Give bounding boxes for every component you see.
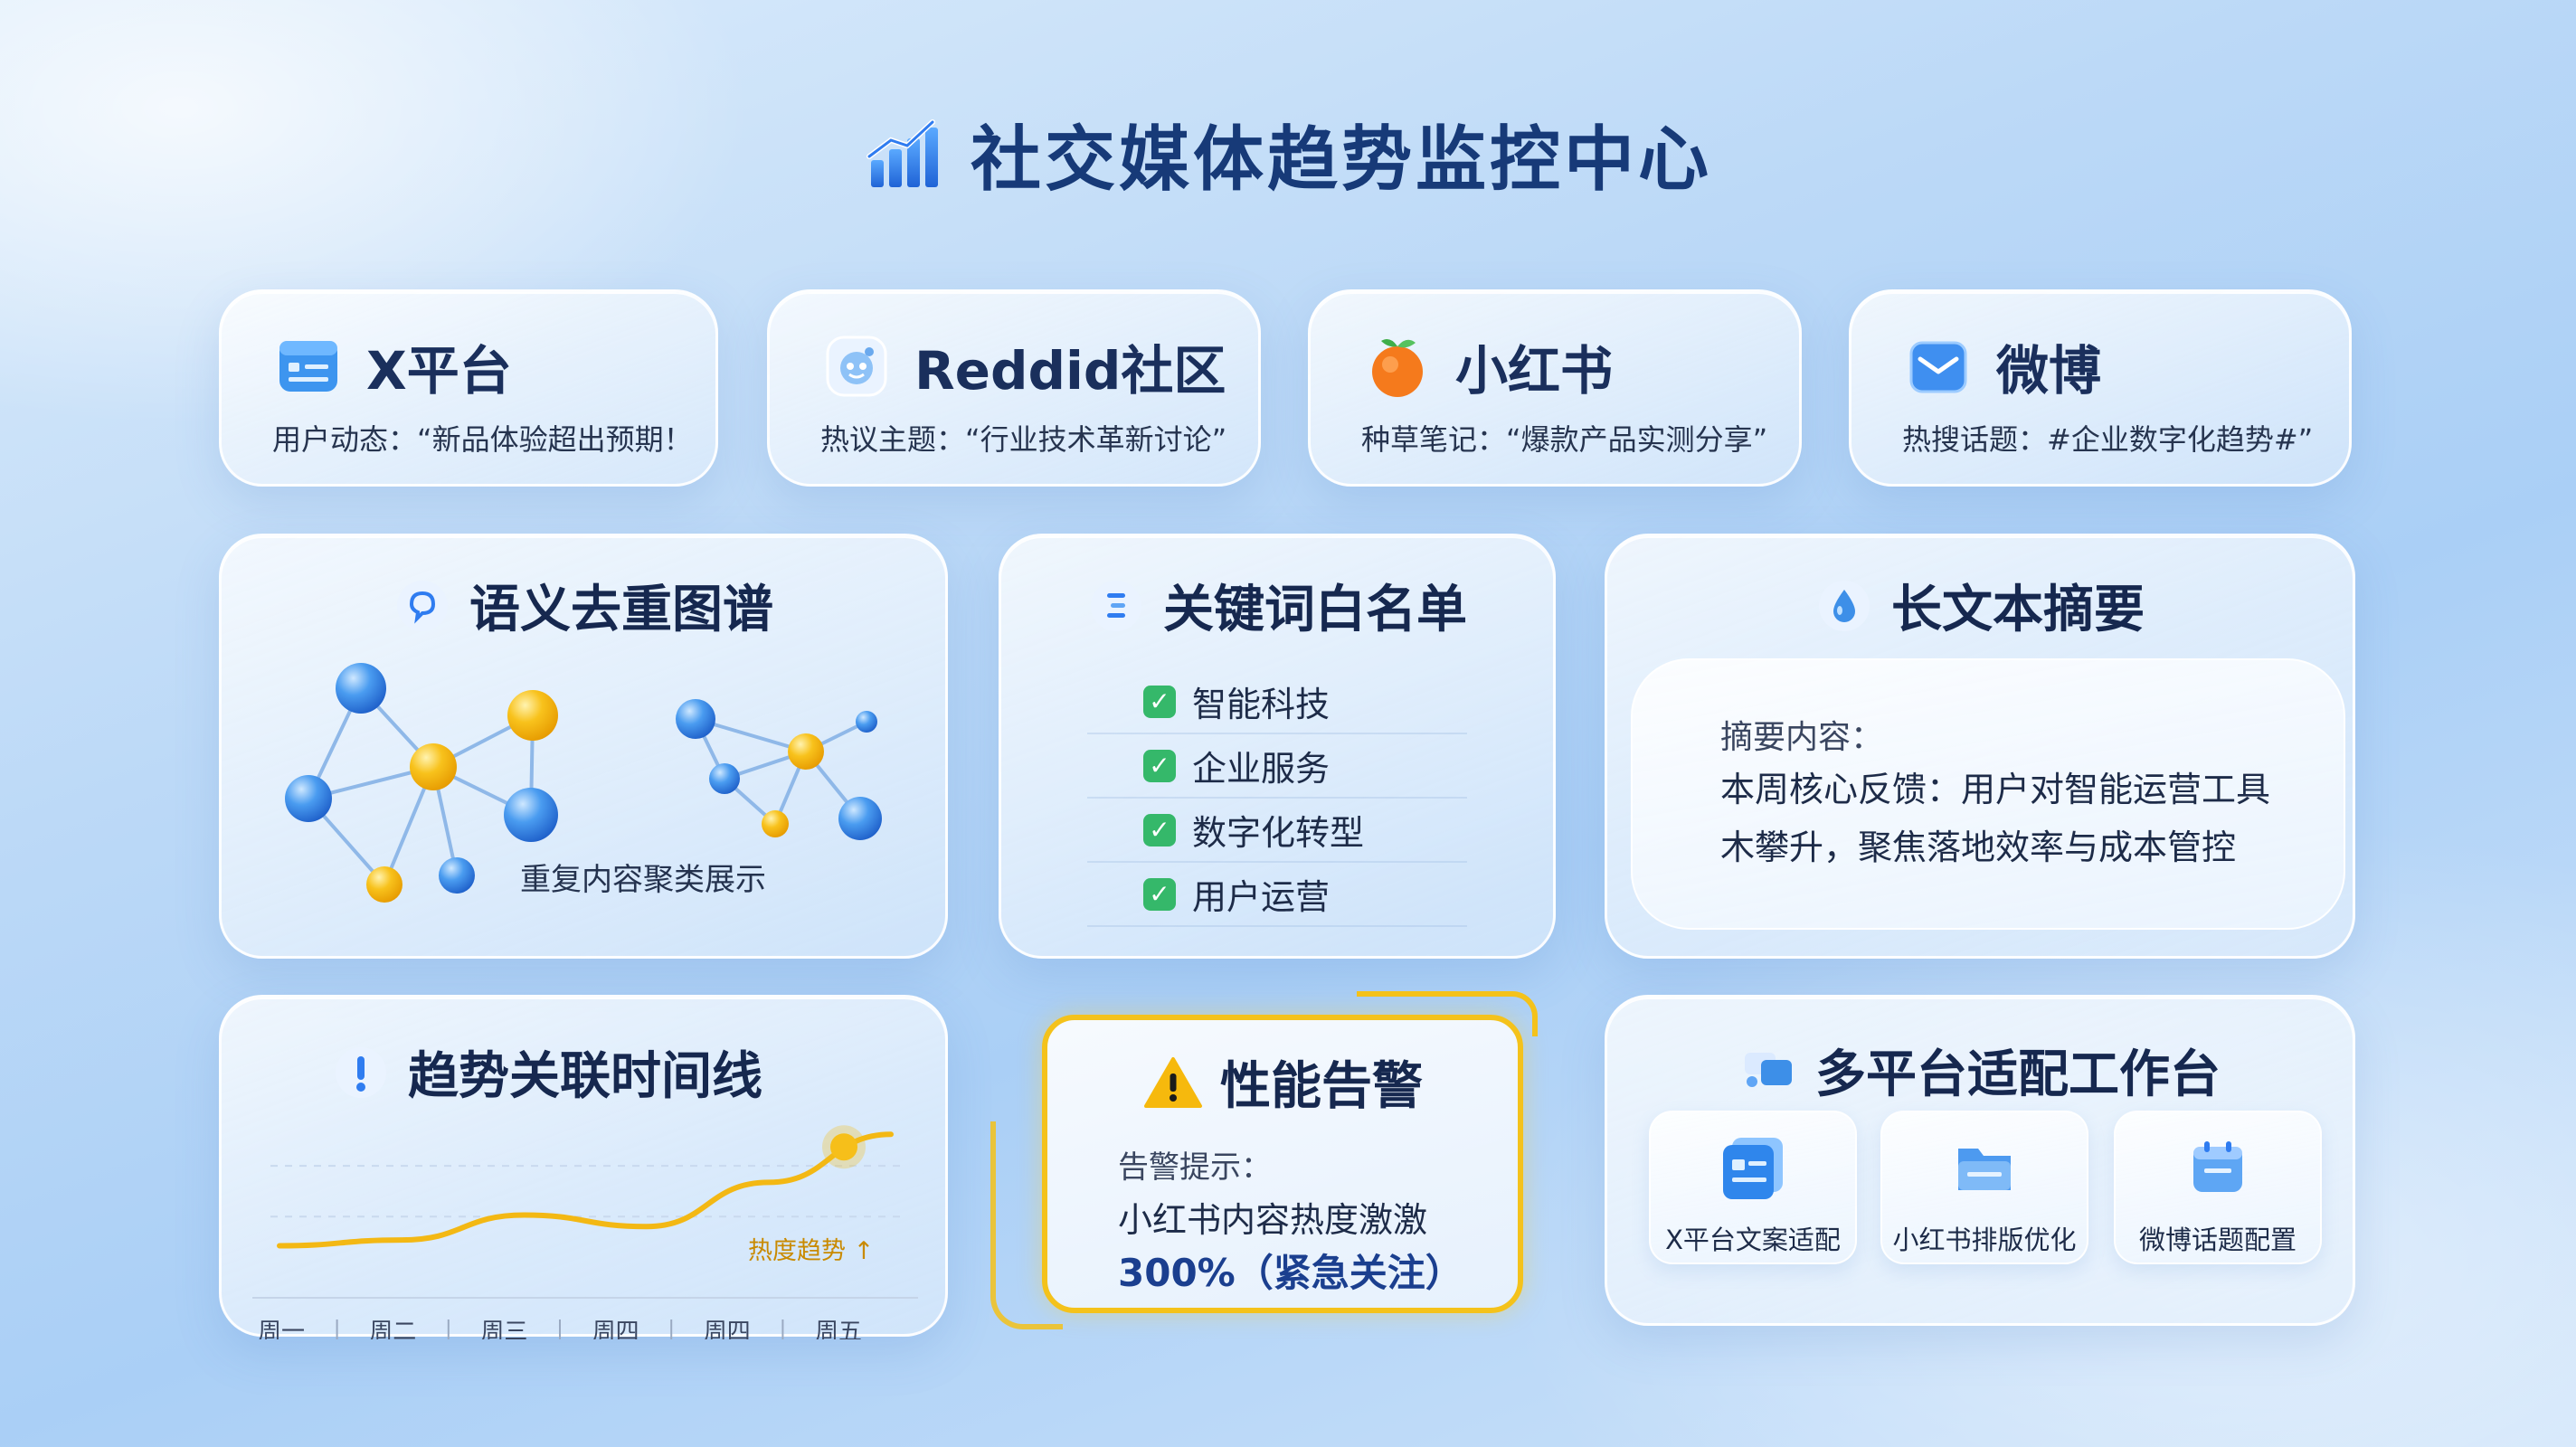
x-tick-label: 周四 — [704, 1319, 751, 1339]
platform-desc: 热议主题：“行业技术革新讨论” — [820, 422, 1227, 457]
summary-label: 摘要内容： — [1720, 719, 1884, 756]
page-header: 社交媒体趋势监控中心 — [0, 99, 2576, 208]
keyword-item[interactable]: ✓ 数字化转型 — [1087, 799, 1467, 863]
list-icon — [1091, 580, 1141, 631]
graph-node — [504, 788, 558, 842]
keyword-label: 企业服务 — [1192, 749, 1331, 789]
tool-label: 微博话题配置 — [2138, 1225, 2297, 1255]
platform-name: 微博 — [1996, 340, 2102, 402]
graph-node — [676, 699, 715, 739]
weibo-mail-icon — [1909, 341, 1967, 393]
platform-desc: 种草笔记：“爆款产品实测分享” — [1361, 422, 1768, 457]
graph-node — [507, 690, 558, 741]
keyword-item[interactable]: ✓ 用户运营 — [1087, 863, 1467, 927]
tool-xhs-layout[interactable]: 小红书排版优化 — [1880, 1111, 2088, 1264]
chat-bubble-icon — [397, 580, 448, 631]
alert-text: 小红书内容热度激激 — [1118, 1200, 1428, 1240]
x-tick-label: 周三 — [480, 1319, 527, 1339]
page-title: 社交媒体趋势监控中心 — [970, 119, 1712, 201]
graph-caption: 重复内容聚类展示 — [520, 862, 766, 898]
x-platform-icon — [279, 341, 337, 392]
graph-node — [762, 810, 789, 837]
summary-box: 摘要内容： 本周核心反馈：用户对智能运营工具 木攀升，聚焦落地效率与成本管控 — [1631, 658, 2345, 930]
graph-node — [336, 663, 386, 714]
summary-card: 长文本摘要 摘要内容： 本周核心反馈：用户对智能运营工具 木攀升，聚焦落地效率与… — [1605, 534, 2355, 959]
graph-node — [410, 743, 457, 790]
tool-label: X平台文案适配 — [1665, 1225, 1841, 1255]
platform-desc: 热搜话题：#企业数字化趋势#” — [1902, 422, 2314, 457]
calendar-icon — [2193, 1141, 2242, 1192]
graph-node — [856, 711, 877, 733]
chart-legend: 热度趋势 ↑ — [748, 1237, 875, 1265]
orange-icon — [1372, 339, 1423, 397]
chat-window-icon — [1745, 1052, 1792, 1087]
platform-name: 小红书 — [1455, 340, 1614, 402]
tool-label: 小红书排版优化 — [1892, 1225, 2077, 1255]
workbench-card: 多平台适配工作台 X平台文案适配 小红书排版优化 — [1605, 995, 2355, 1326]
alert-decoration — [1357, 991, 1538, 1036]
check-icon: ✓ — [1143, 877, 1176, 911]
section-title: 趋势关联时间线 — [408, 1047, 762, 1106]
alert-value: 300%（紧急关注） — [1118, 1251, 1463, 1295]
keyword-label: 数字化转型 — [1192, 813, 1365, 853]
section-title: 长文本摘要 — [1891, 581, 2145, 639]
summary-line: 本周核心反馈：用户对智能运营工具 — [1720, 770, 2271, 809]
graph-node — [788, 733, 824, 770]
peak-marker — [830, 1133, 857, 1161]
graph-node — [709, 763, 740, 794]
section-title: 关键词白名单 — [1163, 581, 1467, 639]
keyword-label: 用户运营 — [1192, 877, 1331, 917]
platform-card-x[interactable]: X平台 用户动态：“新品体验超出预期！ — [219, 289, 718, 487]
platform-card-weibo[interactable]: 微博 热搜话题：#企业数字化趋势#” — [1849, 289, 2352, 487]
water-drop-icon — [1819, 580, 1870, 631]
keyword-list: ✓ 智能科技 ✓ 企业服务 ✓ 数字化转型 ✓ 用户运营 — [1087, 670, 1467, 927]
section-title: 多平台适配工作台 — [1815, 1045, 2221, 1104]
folder-icon — [1958, 1149, 2011, 1190]
trend-timeline-card: 趋势关联时间线 周一 周二 周三 周四 周四 周五 热度趋势 ↑ — [219, 995, 948, 1339]
check-icon: ✓ — [1143, 813, 1176, 846]
x-tick-label: 周五 — [815, 1319, 862, 1339]
platform-desc: 用户动态：“新品体验超出预期！ — [272, 422, 693, 457]
dedup-graph-card: 语义去重图谱 — [219, 534, 948, 959]
check-icon: ✓ — [1143, 685, 1176, 718]
x-tick-label: 周一 — [258, 1319, 305, 1339]
check-icon: ✓ — [1143, 749, 1176, 782]
series-line — [277, 1131, 894, 1249]
reddit-icon — [826, 336, 887, 397]
keyword-whitelist-card: 关键词白名单 ✓ 智能科技 ✓ 企业服务 ✓ 数字化转型 ✓ 用户运营 — [999, 534, 1556, 959]
exclamation-icon — [336, 1046, 386, 1098]
graph-node — [838, 797, 882, 840]
alert-decoration — [990, 1121, 1063, 1329]
bar-chart-icon — [866, 119, 938, 187]
performance-alert-card: 性能告警 告警提示： 小红书内容热度激激 300%（紧急关注） — [1042, 1015, 1523, 1313]
x-tick-label: 周二 — [369, 1319, 416, 1339]
tool-x-copy-adapt[interactable]: X平台文案适配 — [1649, 1111, 1857, 1264]
keyword-label: 智能科技 — [1192, 685, 1331, 724]
graph-node — [285, 775, 332, 822]
platform-name: X平台 — [366, 340, 512, 402]
trend-line-chart: 周一 周二 周三 周四 周四 周五 — [252, 1125, 918, 1339]
graph-node — [439, 857, 475, 894]
document-icon — [1723, 1138, 1783, 1199]
warning-icon — [1144, 1056, 1202, 1108]
summary-line: 木攀升，聚焦落地效率与成本管控 — [1720, 828, 2237, 867]
keyword-item[interactable]: ✓ 企业服务 — [1087, 734, 1467, 799]
keyword-item[interactable]: ✓ 智能科技 — [1087, 670, 1467, 734]
platform-card-reddit[interactable]: Reddid社区 热议主题：“行业技术革新讨论” — [767, 289, 1261, 487]
section-title: 性能告警 — [1220, 1057, 1423, 1116]
tool-weibo-topic[interactable]: 微博话题配置 — [2114, 1111, 2322, 1264]
cluster-graph — [285, 663, 882, 903]
graph-node — [366, 866, 402, 903]
platform-card-xiaohongshu[interactable]: 小红书 种草笔记：“爆款产品实测分享” — [1308, 289, 1802, 487]
platform-name: Reddid社区 — [914, 340, 1226, 402]
alert-label: 告警提示： — [1118, 1149, 1272, 1186]
x-tick-label: 周四 — [592, 1319, 639, 1339]
section-title: 语义去重图谱 — [469, 581, 773, 639]
